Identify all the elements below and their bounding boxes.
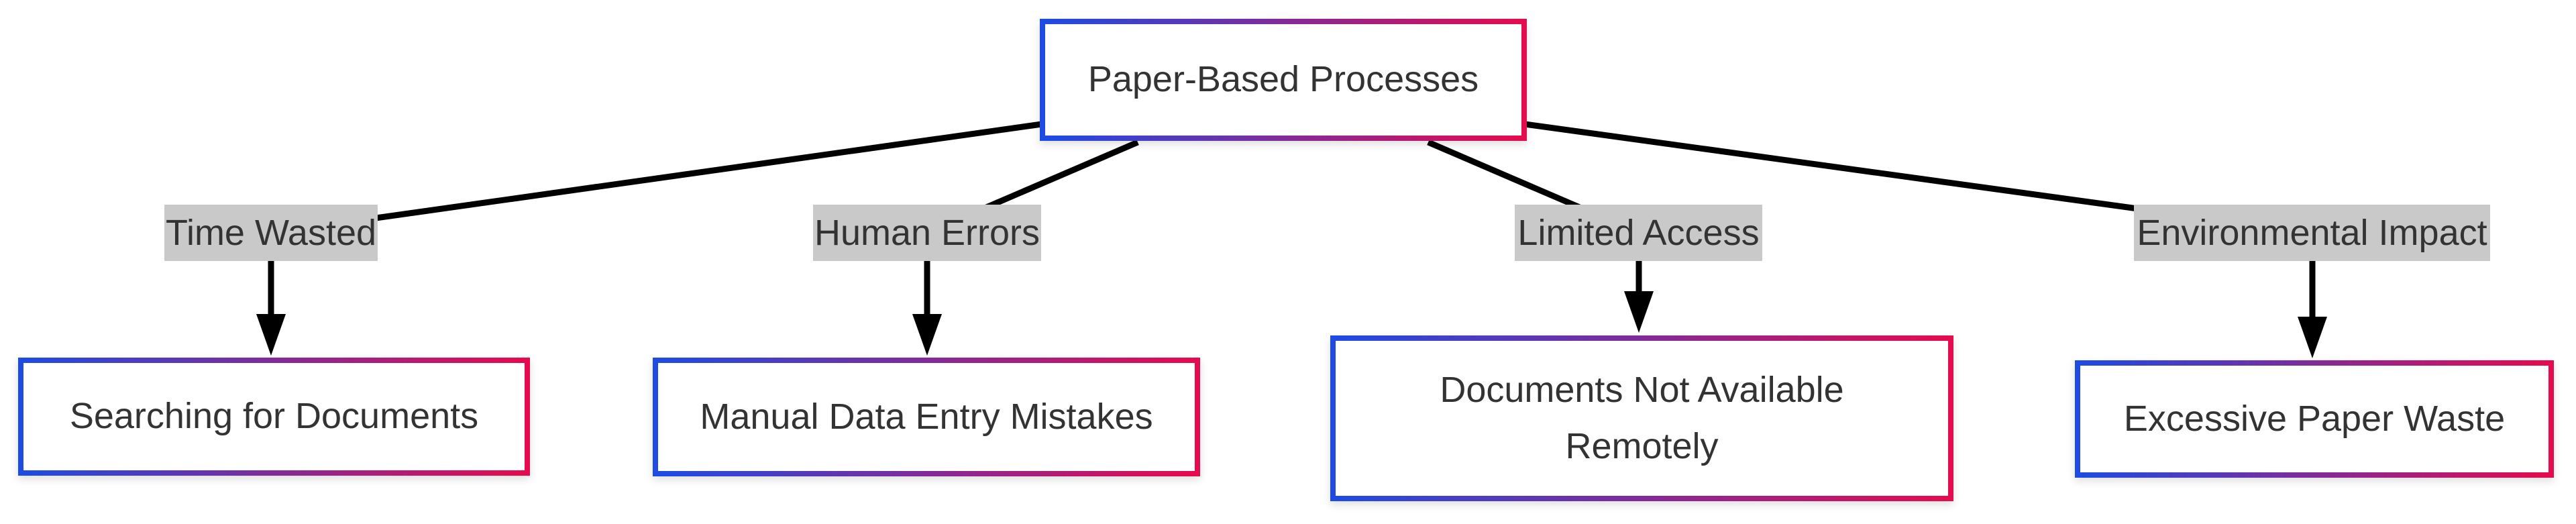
edge-label-text: Time Wasted <box>165 213 377 253</box>
node-paper-based-processes: Paper-Based Processes <box>1040 19 1527 141</box>
arrowhead-2 <box>912 314 942 356</box>
leaf-node-label: Searching for Documents <box>69 396 479 437</box>
arrowhead-4 <box>2298 317 2327 358</box>
node-documents-not-available-remotely: Documents Not Available Remotely <box>1330 335 1953 501</box>
edge-label-text: Limited Access <box>1517 213 1760 253</box>
edge-label-human-errors: Human Errors <box>813 205 1041 261</box>
edge-line-time-wasted <box>270 121 1042 236</box>
edge-label-time-wasted: Time Wasted <box>164 205 378 261</box>
node-searching-for-documents: Searching for Documents <box>18 358 530 476</box>
edge-label-limited-access: Limited Access <box>1515 205 1762 261</box>
node-excessive-paper-waste: Excessive Paper Waste <box>2075 360 2554 478</box>
node-manual-data-entry-mistakes: Manual Data Entry Mistakes <box>653 358 1200 476</box>
edge-label-environmental-impact: Environmental Impact <box>2134 205 2490 261</box>
edge-label-text: Environmental Impact <box>2137 213 2487 253</box>
leaf-node-label: Documents Not Available Remotely <box>1440 369 1844 466</box>
leaf-node-label: Excessive Paper Waste <box>2123 398 2506 439</box>
arrowhead-3 <box>1624 291 1654 333</box>
root-node-label: Paper-Based Processes <box>1087 59 1479 100</box>
leaf-node-label: Manual Data Entry Mistakes <box>700 396 1153 437</box>
edge-label-text: Human Errors <box>814 213 1040 253</box>
arrowhead-1 <box>256 314 286 356</box>
